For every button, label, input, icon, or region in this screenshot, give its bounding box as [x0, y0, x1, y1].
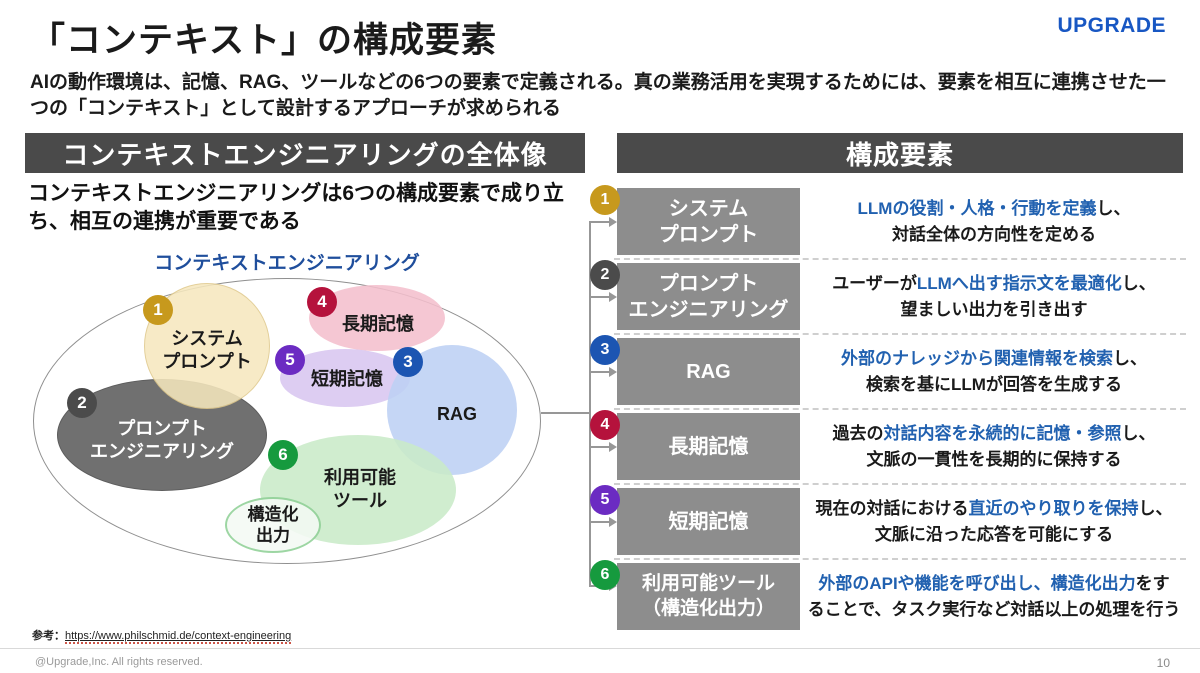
component-label: 短期記憶 — [617, 488, 800, 555]
bubble-label-available-tools: 利用可能 ツール — [324, 467, 396, 511]
component-description: ユーザーがLLMへ出す指示文を最適化し、望ましい出力を引き出す — [832, 274, 1156, 319]
diagram-badge-4: 4 — [307, 287, 337, 317]
page-title: 「コンテキスト」の構成要素 — [30, 21, 497, 60]
copyright-text: @Upgrade,Inc. All rights reserved. — [35, 656, 203, 668]
footer-divider — [0, 648, 1200, 649]
component-label: システム プロンプト — [617, 188, 800, 255]
component-description: 現在の対話における直近のやり取りを保持し、文脈に沿った応答を可能にする — [815, 499, 1173, 544]
diagram-badge-6: 6 — [268, 440, 298, 470]
component-label: プロンプト エンジニアリング — [617, 263, 800, 330]
component-row: 4 長期記憶 過去の対話内容を永続的に記憶・参照し、文脈の一貫性を長期的に保持す… — [590, 410, 1188, 485]
component-description: 外部のナレッジから関連情報を検索し、検索を基にLLMが回答を生成する — [841, 349, 1147, 394]
component-row: 2 プロンプト エンジニアリング ユーザーがLLMへ出す指示文を最適化し、望まし… — [590, 260, 1188, 335]
connector-arrow-5 — [589, 517, 617, 527]
left-section-header: コンテキストエンジニアリングの全体像 — [25, 133, 585, 173]
component-label: RAG — [617, 338, 800, 405]
right-section-header: 構成要素 — [617, 133, 1183, 173]
page-number: 10 — [1156, 656, 1170, 670]
connector-arrow-3 — [589, 367, 617, 377]
bubble-label-long-term-memory: 長期記憶 — [342, 313, 414, 334]
bubble-structured-output — [225, 497, 321, 553]
bubble-label-rag: RAG — [437, 403, 477, 424]
connector-horizontal-line — [541, 412, 589, 414]
diagram-badge-5: 5 — [275, 345, 305, 375]
row-number-badge: 2 — [590, 260, 620, 290]
reference-link[interactable]: https://www.philschmid.de/context-engine… — [65, 630, 292, 644]
component-row: 5 短期記憶 現在の対話における直近のやり取りを保持し、文脈に沿った応答を可能に… — [590, 485, 1188, 560]
component-row: 1 システム プロンプト LLMの役割・人格・行動を定義し、対話全体の方向性を定… — [590, 185, 1188, 260]
connector-arrow-4 — [589, 442, 617, 452]
diagram-title: コンテキストエンジニアリング — [154, 253, 420, 274]
context-engineering-diagram: コンテキストエンジニアリング システム プロンプト プロンプト エンジニアリング… — [25, 248, 575, 583]
bubble-label-prompt-engineering: プロンプト エンジニアリング — [90, 418, 234, 462]
component-label: 利用可能ツール （構造化出力） — [617, 563, 800, 630]
upgrade-logo: UPGRADE — [1057, 14, 1166, 37]
row-number-badge: 3 — [590, 335, 620, 365]
connector-vertical-line — [589, 221, 591, 586]
bubble-label-system-prompt: システム プロンプト — [162, 328, 252, 372]
left-panel-description: コンテキストエンジニアリングは6つの構成要素で成り立ち、相互の連携が重要である — [28, 182, 565, 234]
component-description: LLMの役割・人格・行動を定義し、対話全体の方向性を定める — [857, 199, 1131, 244]
reference-note: 参考：https://www.philschmid.de/context-eng… — [32, 627, 292, 644]
bubble-label-structured-output: 構造化 出力 — [247, 504, 299, 545]
component-label: 長期記憶 — [617, 413, 800, 480]
row-number-badge: 6 — [590, 560, 620, 590]
connector-arrow-2 — [589, 292, 617, 302]
row-number-badge: 1 — [590, 185, 620, 215]
diagram-badge-2: 2 — [67, 388, 97, 418]
component-description: 外部のAPIや機能を呼び出し、構造化出力をすることで、タスク実行など対話以上の処… — [807, 574, 1181, 619]
component-list: 1 システム プロンプト LLMの役割・人格・行動を定義し、対話全体の方向性を定… — [590, 185, 1188, 638]
reference-label: 参考： — [32, 630, 65, 642]
diagram-badge-3: 3 — [393, 347, 423, 377]
row-number-badge: 4 — [590, 410, 620, 440]
bubble-label-short-term-memory: 短期記憶 — [311, 368, 383, 389]
row-number-badge: 5 — [590, 485, 620, 515]
page-subtitle: AIの動作環境は、記憶、RAG、ツールなどの6つの要素で定義される。真の業務活用… — [30, 72, 1166, 119]
connector-arrow-1 — [589, 217, 617, 227]
component-row: 6 利用可能ツール （構造化出力） 外部のAPIや機能を呼び出し、構造化出力をす… — [590, 560, 1188, 630]
component-row: 3 RAG 外部のナレッジから関連情報を検索し、検索を基にLLMが回答を生成する — [590, 335, 1188, 410]
component-description: 過去の対話内容を永続的に記憶・参照し、文脈の一貫性を長期的に保持する — [832, 424, 1156, 469]
diagram-badge-1: 1 — [143, 295, 173, 325]
